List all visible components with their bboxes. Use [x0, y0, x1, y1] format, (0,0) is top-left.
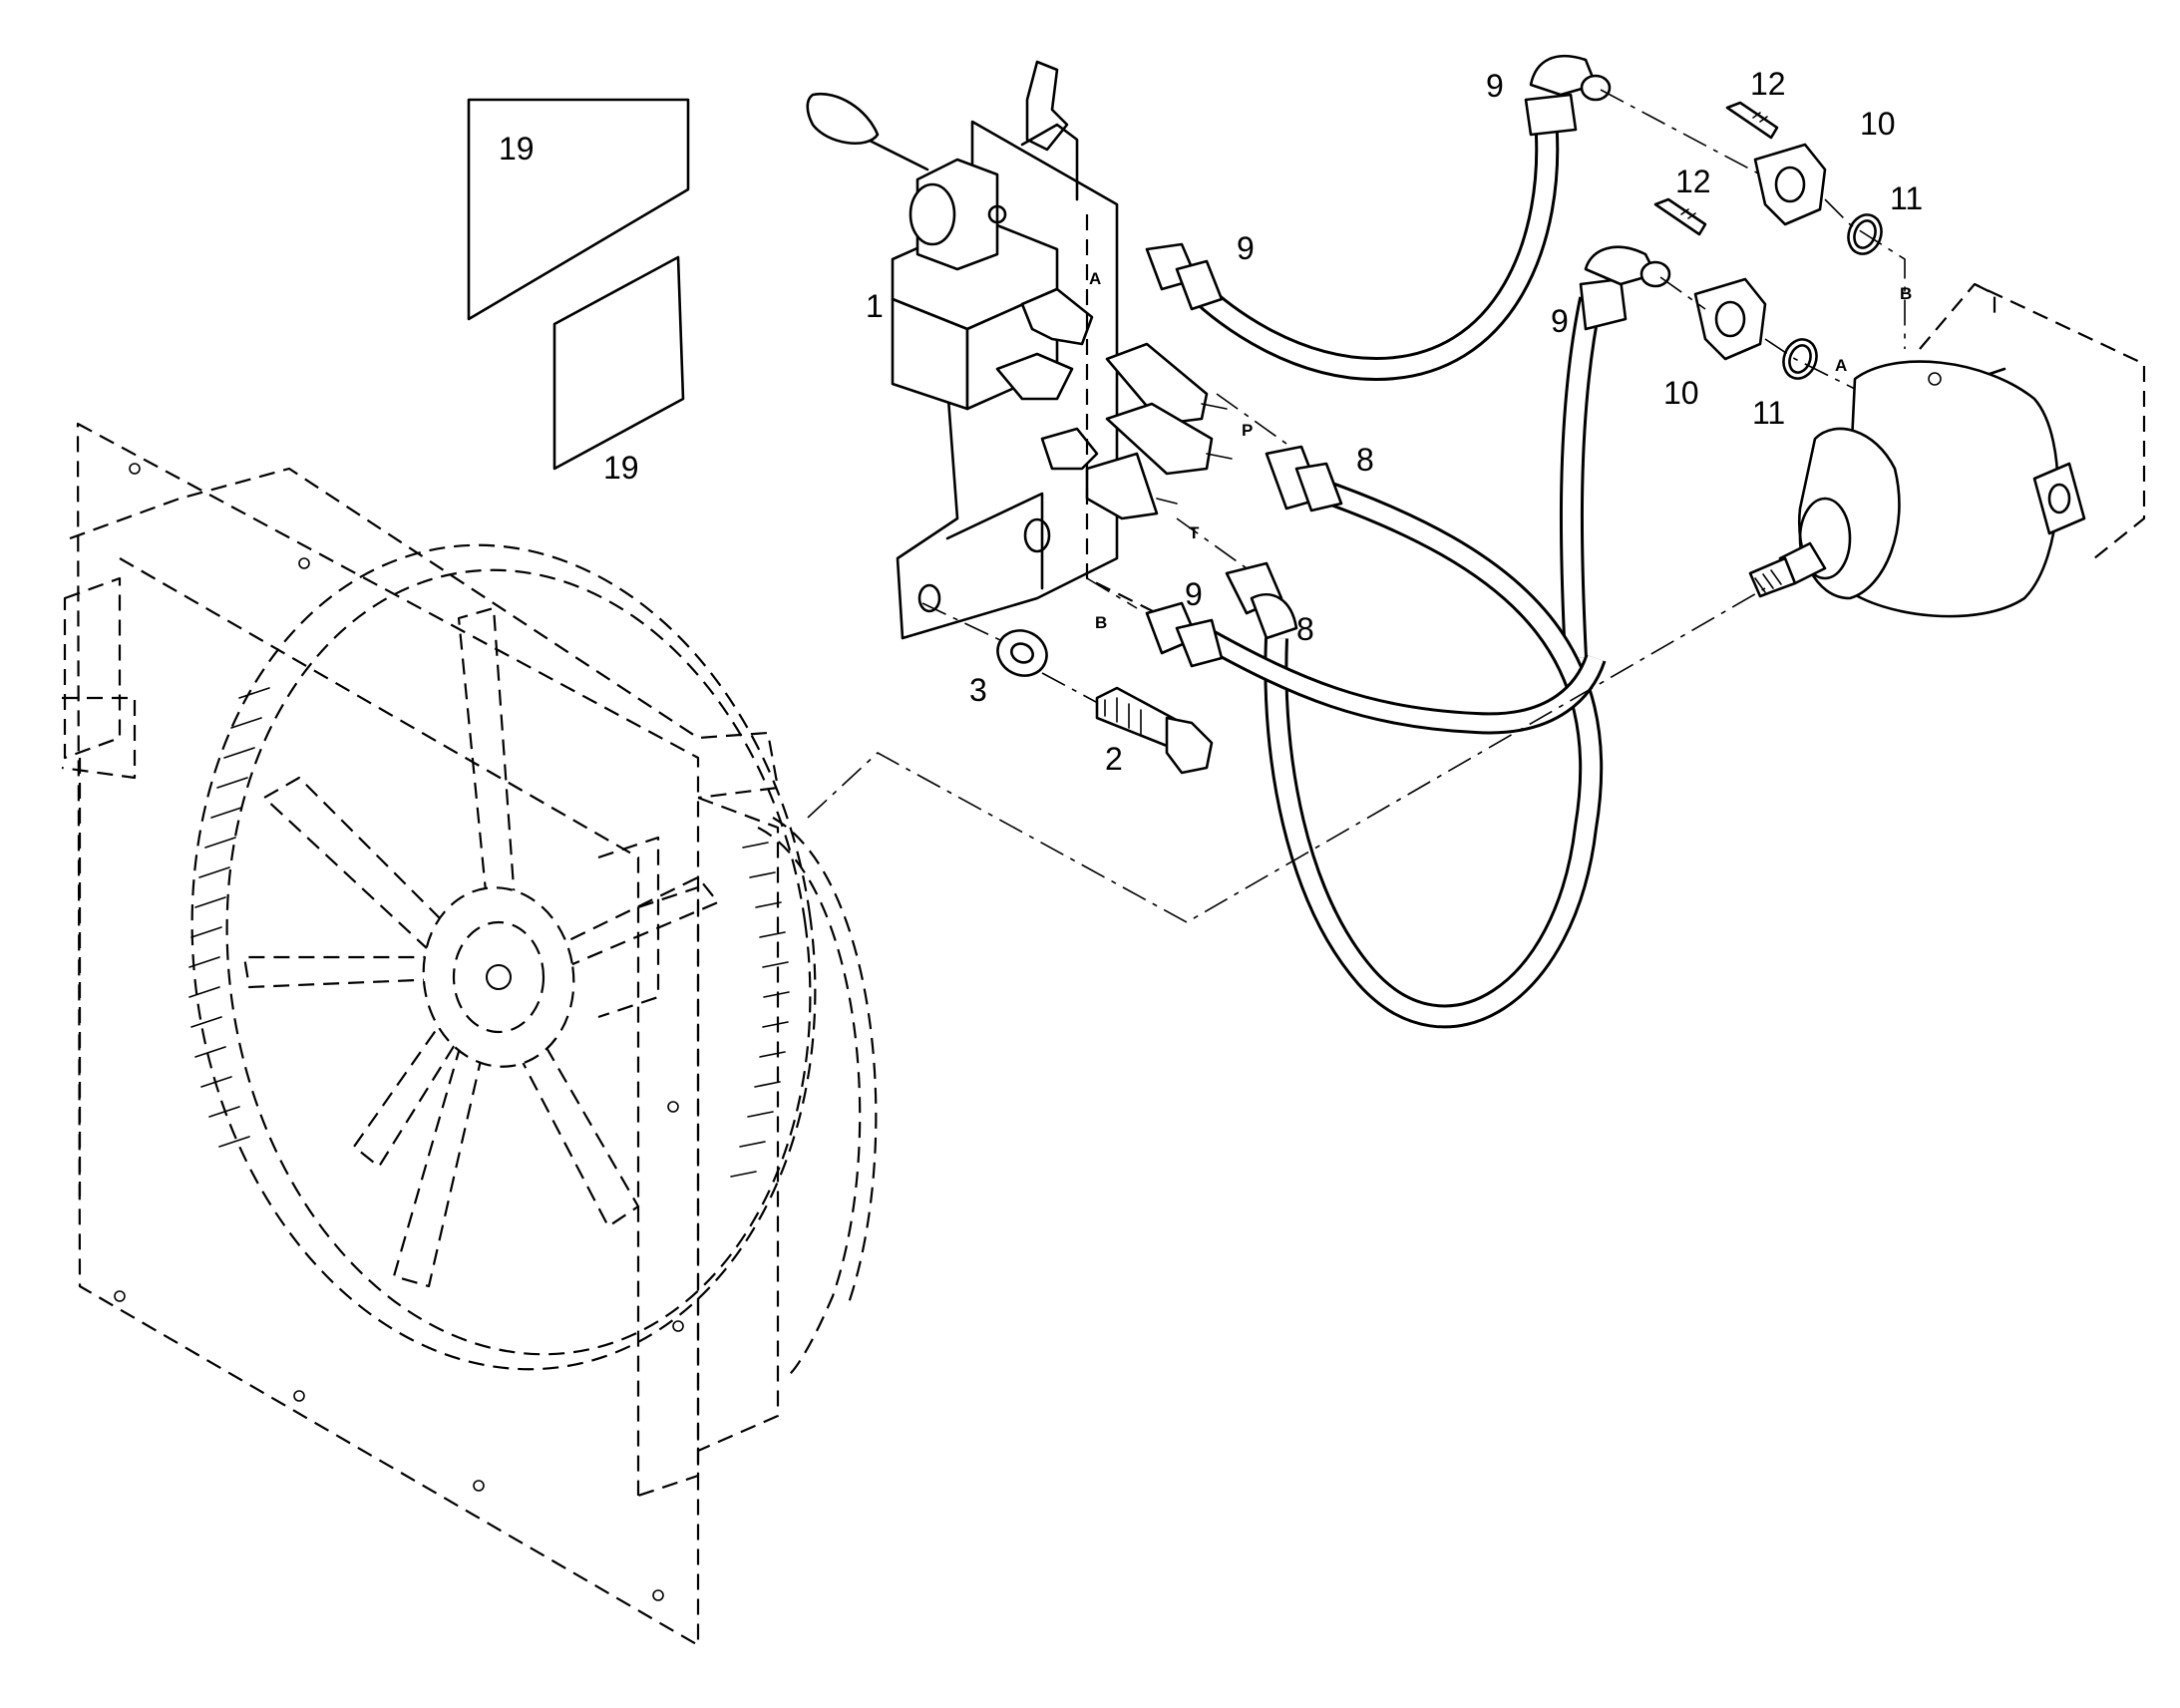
hose-8-p	[1264, 445, 1604, 1029]
motor-port-label-b: B	[1900, 284, 1912, 303]
bolt-12	[1653, 101, 1779, 236]
callout-9-upper: 9	[1237, 230, 1255, 266]
decal-label-19-large	[467, 98, 690, 321]
port-label-a: A	[1089, 269, 1101, 288]
hose-9-middle	[1559, 245, 1671, 659]
o-ring-11	[1782, 213, 1883, 380]
hose-8-t	[1225, 561, 1298, 640]
callout-9-mid: 9	[1551, 303, 1569, 339]
callout-19-bottom: 19	[603, 450, 639, 486]
callout-1: 1	[866, 288, 884, 324]
flange-10-upper	[1753, 143, 1827, 226]
hydraulic-motor	[1748, 282, 2146, 618]
callout-12-lower: 12	[1675, 164, 1711, 199]
port-label-p: P	[1242, 421, 1253, 440]
flange-10-lower	[1693, 277, 1767, 361]
callout-3: 3	[969, 672, 987, 708]
callout-11-upper: 11	[1890, 180, 1923, 216]
callout-8-upper: 8	[1356, 442, 1374, 478]
fan-shroud-assembly	[61, 422, 878, 1647]
callout-10-lower: 10	[1663, 375, 1699, 411]
leader-lines	[807, 89, 1906, 923]
callout-19-top: 19	[499, 131, 535, 167]
washer-3	[996, 629, 1048, 677]
bolt-2	[1095, 686, 1214, 775]
callout-8-lower: 8	[1296, 611, 1314, 647]
callout-9-lower: 9	[1185, 576, 1203, 612]
callout-11-lower: 11	[1752, 395, 1785, 431]
control-valve-with-lever	[806, 60, 1233, 640]
decal-label-19-small	[552, 255, 685, 471]
port-label-t: T	[1189, 523, 1200, 542]
callout-12-upper: 12	[1750, 66, 1786, 102]
hose-9-b	[1145, 601, 1607, 735]
callout-2: 2	[1105, 741, 1123, 777]
hose-9-upper	[1145, 54, 1612, 382]
port-label-b: B	[1095, 613, 1107, 632]
callout-10-upper: 10	[1860, 106, 1896, 142]
callout-9-top: 9	[1486, 68, 1504, 104]
motor-port-label-a: A	[1835, 356, 1847, 375]
